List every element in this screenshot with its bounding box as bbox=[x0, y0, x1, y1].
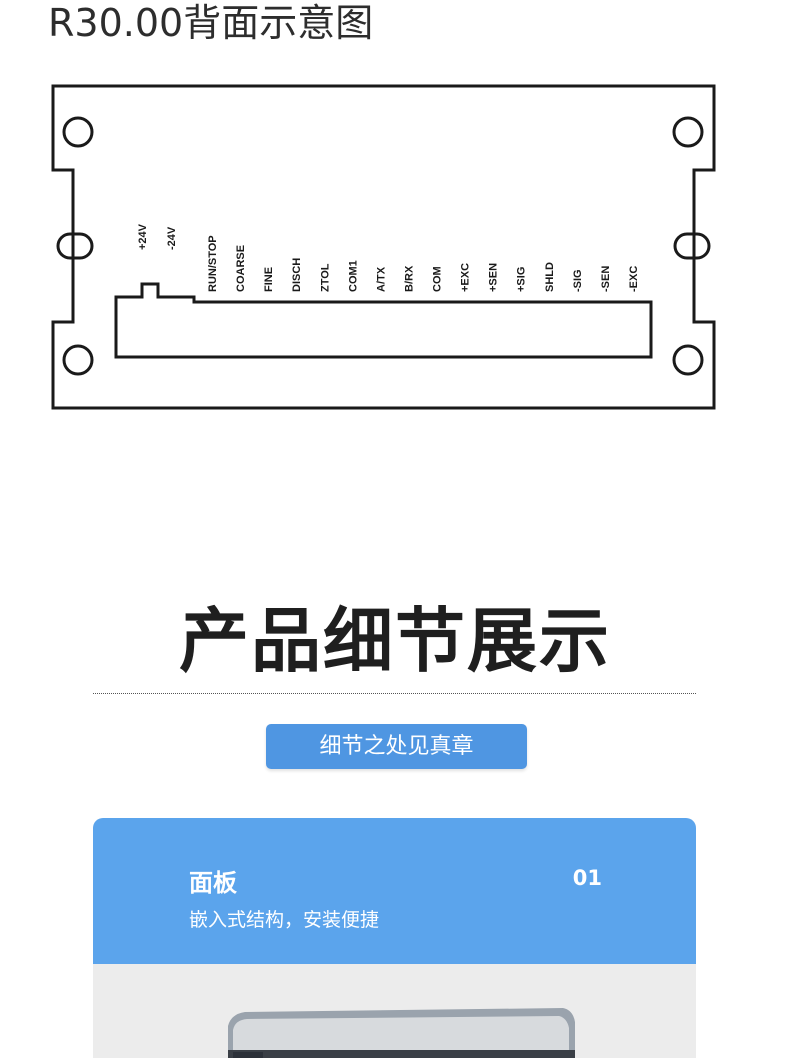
terminal-label: COARSE bbox=[235, 245, 247, 292]
tagline-pill: 细节之处见真章 bbox=[266, 724, 527, 769]
terminal-label: RUN/STOP bbox=[207, 235, 219, 292]
terminal-label: ZTOL bbox=[319, 263, 331, 292]
terminal-label: +SIG bbox=[516, 267, 528, 292]
section-heading: 产品细节展示 bbox=[179, 600, 611, 682]
terminal-label: -SIG bbox=[572, 269, 584, 292]
terminal-label: COM bbox=[432, 266, 444, 292]
terminal-labels: RUN/STOP COARSE FINE DISCH ZTOL COM1 A/TX B/RX C… bbox=[207, 235, 640, 292]
terminal-label: +SEN bbox=[488, 263, 500, 292]
terminal-label: +EXC bbox=[460, 263, 472, 292]
power-label: +24V bbox=[137, 223, 149, 250]
terminal-label: SHLD bbox=[544, 262, 556, 292]
mount-hole-top-right bbox=[672, 116, 704, 148]
mount-hole-bottom-right bbox=[672, 344, 704, 376]
card-number: 01 bbox=[572, 866, 602, 890]
detail-card: 面板 01 嵌入式结构，安装便捷 bbox=[93, 818, 696, 1058]
rear-panel-diagram: +24V -24V RUN/STOP COARSE FINE DISCH ZTOL COM1… bbox=[51, 84, 716, 410]
terminal-label: FINE bbox=[263, 267, 275, 292]
mount-hole-bottom-left bbox=[62, 344, 94, 376]
terminal-label: B/RX bbox=[403, 265, 415, 292]
terminal-label: -EXC bbox=[628, 266, 640, 292]
mount-hole-top-left bbox=[62, 116, 94, 148]
terminal-block-outline bbox=[114, 282, 653, 359]
power-label: -24V bbox=[166, 226, 178, 250]
terminal-label: A/TX bbox=[375, 266, 387, 292]
terminal-label: COM1 bbox=[347, 260, 359, 292]
divider bbox=[93, 693, 696, 694]
card-subtitle: 嵌入式结构，安装便捷 bbox=[189, 909, 380, 931]
product-photo bbox=[93, 964, 696, 1058]
terminal-label: -SEN bbox=[600, 266, 612, 292]
panel-outline bbox=[51, 84, 716, 410]
card-title: 面板 bbox=[189, 869, 237, 897]
page-title: R30.00背面示意图 bbox=[48, 1, 374, 45]
device-logo-plate bbox=[233, 1052, 263, 1058]
slot-hole-right bbox=[673, 232, 711, 260]
terminal-label: DISCH bbox=[291, 258, 303, 292]
power-labels: +24V -24V bbox=[137, 223, 178, 250]
slot-hole-left bbox=[56, 232, 94, 260]
device-bezel bbox=[228, 1050, 575, 1058]
